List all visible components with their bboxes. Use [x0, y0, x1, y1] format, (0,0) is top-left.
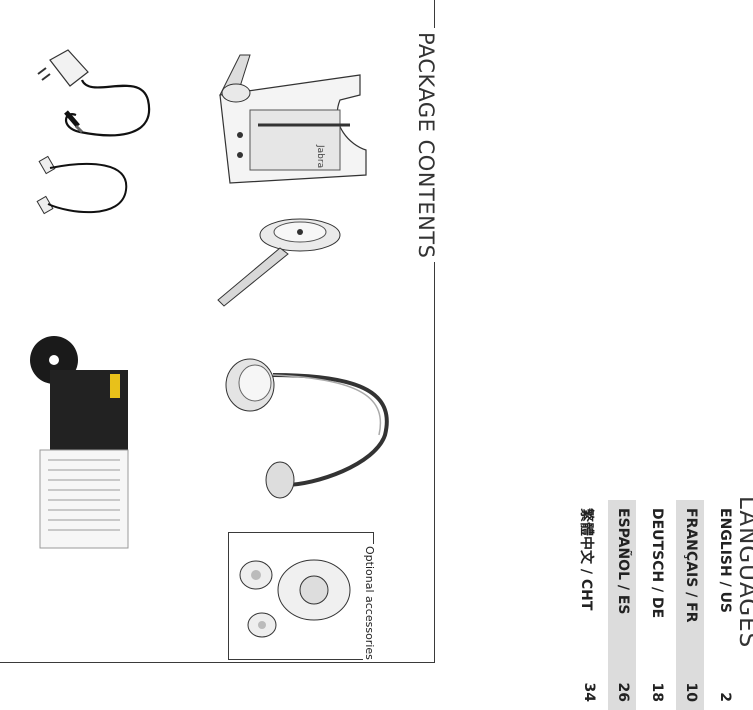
language-page: 10: [683, 682, 699, 702]
language-label: ESPAÑOL / ES: [615, 508, 631, 615]
language-row-spanish[interactable]: ESPAÑOL / ES 26: [608, 500, 636, 710]
language-label: FRANÇAIS / FR: [683, 508, 699, 623]
language-row-german[interactable]: DEUTSCH / DE 18: [642, 500, 670, 710]
base-station-image: Jabra: [219, 54, 367, 184]
optional-accessories-label: Optional accessories: [363, 544, 376, 662]
language-page: 18: [649, 682, 665, 702]
accessories-image: [239, 559, 351, 638]
power-adapter-image: [37, 49, 151, 137]
headset-boom-image: [217, 218, 341, 307]
headband-headset-image: [225, 358, 389, 499]
language-label: DEUTSCH / DE: [649, 508, 665, 619]
telephone-cord-image: [36, 155, 128, 215]
language-page: 26: [615, 682, 631, 702]
language-page: 2: [717, 692, 733, 702]
language-label: 繁體中文 / CHT: [578, 508, 594, 611]
language-row-english[interactable]: ENGLISH / US 2: [710, 500, 738, 710]
language-page: 34: [581, 682, 597, 702]
package-contents-title: PACKAGE CONTENTS: [414, 28, 438, 263]
package-contents-frame: [0, 0, 435, 663]
language-row-french[interactable]: FRANÇAIS / FR 10: [676, 500, 704, 710]
brand-label: Jabra: [315, 144, 325, 168]
language-row-chinese[interactable]: 繁體中文 / CHT 34: [574, 500, 602, 710]
cd-manual-image: [30, 336, 129, 549]
language-label: ENGLISH / US: [717, 508, 733, 614]
